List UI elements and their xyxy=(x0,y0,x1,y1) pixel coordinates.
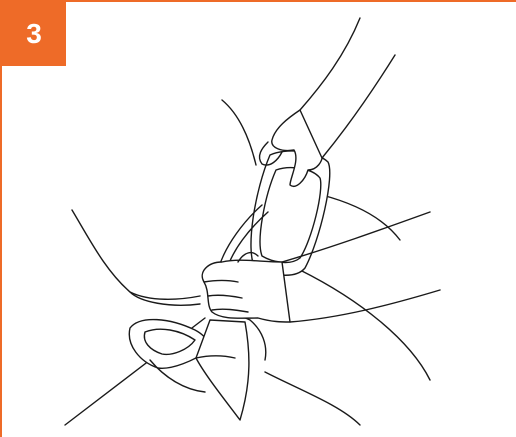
upper-arm-top xyxy=(299,17,361,111)
upper-hand xyxy=(271,109,323,187)
strap-tab xyxy=(195,319,250,421)
body-contour-lower-right xyxy=(299,269,431,381)
strap-lower-tail xyxy=(149,359,206,393)
strap-pad-inner xyxy=(259,166,322,264)
lower-finger-1 xyxy=(203,279,239,283)
thigh-outline xyxy=(71,209,201,300)
lower-thumb xyxy=(237,251,259,263)
body-contour-upper xyxy=(221,99,257,166)
thigh-lower xyxy=(129,291,201,306)
lower-arm-bottom xyxy=(289,289,441,323)
strap-tab-fold xyxy=(195,355,236,359)
strap-lower-loop-inner xyxy=(143,328,196,356)
upper-arm-bottom xyxy=(321,54,396,159)
body-contour-right xyxy=(321,194,401,241)
lower-arm-top xyxy=(281,211,431,263)
lower-hand xyxy=(201,259,291,323)
upper-thumb xyxy=(258,141,283,166)
lower-finger-3 xyxy=(211,308,249,313)
step-badge: 3 xyxy=(2,2,66,66)
strap-band-3 xyxy=(249,319,267,361)
lower-finger-2 xyxy=(207,294,243,299)
body-contour-bottom xyxy=(264,371,361,426)
step-number: 3 xyxy=(26,18,42,49)
